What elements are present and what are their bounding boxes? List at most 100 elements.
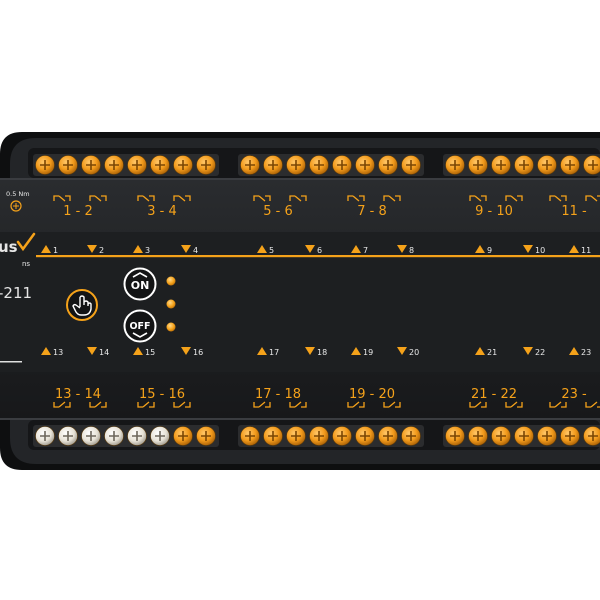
triangle-down-icon <box>305 245 315 253</box>
terminal-screw[interactable] <box>286 426 306 446</box>
terminal-screw[interactable] <box>240 426 260 446</box>
terminal-screw[interactable] <box>35 155 55 175</box>
relay-contact-icon <box>505 195 523 202</box>
top-terminal-screws <box>33 154 600 176</box>
terminal-screw[interactable] <box>514 155 534 175</box>
relay-contact-icon <box>89 195 107 202</box>
channel-number: 3 <box>145 246 150 255</box>
relay-contact-icon <box>53 401 71 408</box>
relay-contact-icon <box>549 195 567 202</box>
terminal-screw[interactable] <box>445 426 465 446</box>
terminal-screw[interactable] <box>491 155 511 175</box>
front-panel-edge-bottom <box>0 418 600 420</box>
terminal-screw[interactable] <box>263 155 283 175</box>
terminal-screw[interactable] <box>58 426 78 446</box>
terminal-screw[interactable] <box>378 426 398 446</box>
terminal-screw[interactable] <box>583 426 600 446</box>
terminal-screw[interactable] <box>263 426 283 446</box>
relay-contact-icon <box>137 195 155 202</box>
terminal-screw[interactable] <box>127 155 147 175</box>
terminal-screw[interactable] <box>468 155 488 175</box>
terminal-screw[interactable] <box>537 426 557 446</box>
terminal-screw[interactable] <box>81 426 101 446</box>
orange-divider-line <box>36 255 600 258</box>
terminal-screw[interactable] <box>150 155 170 175</box>
terminal-screw[interactable] <box>196 155 216 175</box>
terminal-block <box>33 154 219 176</box>
terminal-screw[interactable] <box>378 155 398 175</box>
terminal-pair-label: 19 - 20 <box>349 387 395 402</box>
terminal-screw[interactable] <box>332 155 352 175</box>
model-number: -211 <box>0 284 32 302</box>
on-button[interactable]: ON <box>123 267 157 301</box>
terminal-screw[interactable] <box>491 426 511 446</box>
terminal-screw[interactable] <box>468 426 488 446</box>
terminal-screw[interactable] <box>173 155 193 175</box>
channel-number: 2 <box>99 246 104 255</box>
terminal-screw[interactable] <box>401 155 421 175</box>
channel-number: 15 <box>145 348 155 357</box>
terminal-block <box>238 154 424 176</box>
status-led-1 <box>166 276 176 286</box>
triangle-down-icon <box>397 347 407 355</box>
terminal-screw[interactable] <box>150 426 170 446</box>
terminal-screw[interactable] <box>309 155 329 175</box>
terminal-pair-label: 5 - 6 <box>263 204 293 219</box>
terminal-screw[interactable] <box>514 426 534 446</box>
triangle-up-icon <box>569 347 579 355</box>
triangle-down-icon <box>523 245 533 253</box>
terminal-screw[interactable] <box>35 426 55 446</box>
channel-number: 20 <box>409 348 419 357</box>
terminal-screw[interactable] <box>240 155 260 175</box>
brand-fragment: us <box>0 238 18 256</box>
channel-number: 14 <box>99 348 109 357</box>
triangle-up-icon <box>41 245 51 253</box>
relay-contact-icon <box>505 401 523 408</box>
off-button[interactable]: OFF <box>123 309 157 343</box>
relay-contact-icon <box>585 401 600 408</box>
channel-number: 13 <box>53 348 63 357</box>
relay-contact-icon <box>383 401 401 408</box>
terminal-screw[interactable] <box>104 426 124 446</box>
terminal-screw[interactable] <box>332 426 352 446</box>
relay-contact-icon <box>289 195 307 202</box>
relay-contact-icon <box>469 401 487 408</box>
channel-number: 22 <box>535 348 545 357</box>
channel-number: 4 <box>193 246 198 255</box>
relay-contact-icon <box>289 401 307 408</box>
relay-contact-icon <box>173 195 191 202</box>
terminal-screw[interactable] <box>560 426 580 446</box>
terminal-screw[interactable] <box>445 155 465 175</box>
terminal-screw[interactable] <box>560 155 580 175</box>
channel-number: 5 <box>269 246 274 255</box>
terminal-screw[interactable] <box>583 155 600 175</box>
terminal-screw[interactable] <box>58 155 78 175</box>
terminal-screw[interactable] <box>355 155 375 175</box>
relay-contact-icon <box>585 195 600 202</box>
terminal-screw[interactable] <box>81 155 101 175</box>
relay-contact-icon <box>137 401 155 408</box>
channel-number: 8 <box>409 246 414 255</box>
terminal-screw[interactable] <box>127 426 147 446</box>
terminal-pair-label: 3 - 4 <box>147 204 177 219</box>
triangle-up-icon <box>133 347 143 355</box>
channel-number: 9 <box>487 246 492 255</box>
terminal-screw[interactable] <box>401 426 421 446</box>
chevron-down-icon <box>132 332 148 338</box>
terminal-screw[interactable] <box>104 155 124 175</box>
channel-number: 17 <box>269 348 279 357</box>
terminal-screw[interactable] <box>355 426 375 446</box>
channel-number: 7 <box>363 246 368 255</box>
terminal-screw[interactable] <box>286 155 306 175</box>
terminal-screw[interactable] <box>309 426 329 446</box>
terminal-screw[interactable] <box>196 426 216 446</box>
brand-sub: ns <box>22 260 30 268</box>
terminal-pair-label: 17 - 18 <box>255 387 301 402</box>
triangle-up-icon <box>351 245 361 253</box>
terminal-screw[interactable] <box>173 426 193 446</box>
terminal-screw[interactable] <box>537 155 557 175</box>
relay-contact-icon <box>53 195 71 202</box>
channel-number: 16 <box>193 348 203 357</box>
manual-mode-button[interactable] <box>66 289 98 321</box>
